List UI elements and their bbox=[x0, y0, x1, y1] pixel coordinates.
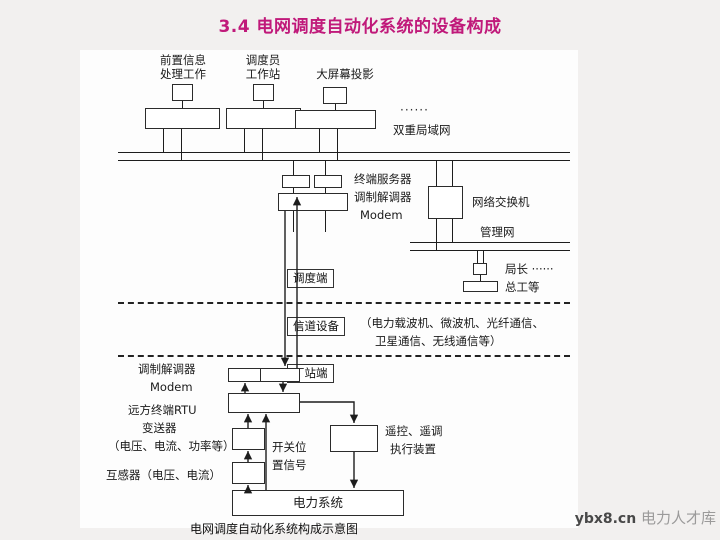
connector-arrows bbox=[240, 197, 359, 494]
watermark: ybx8.cn 电力人才库 bbox=[575, 507, 716, 528]
power-system-label: 电力系统 bbox=[292, 495, 343, 510]
channel-detail-line2: 卫星通信、无线通信等） bbox=[375, 334, 502, 348]
lan-bus-line-b bbox=[118, 160, 570, 161]
figure-caption: 电网调度自动化系统构成示意图 bbox=[190, 522, 359, 536]
divider-channel-station bbox=[118, 355, 570, 357]
transducer-label-line2: （电压、电流、功率等） bbox=[108, 439, 235, 453]
terminal-server-module-left[interactable] bbox=[282, 175, 310, 188]
more-workstations-dots: ······ bbox=[400, 103, 429, 117]
switch-uplink-a bbox=[436, 160, 437, 186]
workstation-2-label-line2: 工作站 bbox=[245, 67, 281, 81]
workstation-2-drop-b bbox=[262, 129, 263, 160]
workstation-1-stem bbox=[182, 101, 183, 108]
mgmt-terminal-drop-a bbox=[477, 250, 478, 263]
power-system-box[interactable] bbox=[232, 490, 404, 516]
ct-pt-box[interactable] bbox=[232, 462, 265, 484]
channel-detail-line1: （电力载波机、微波机、光纤通信、 bbox=[360, 316, 544, 330]
ct-pt-label: 互感器（电压、电流） bbox=[106, 468, 221, 482]
rtu-label: 远方终端RTU bbox=[128, 403, 197, 417]
network-switch-label: 网络交换机 bbox=[472, 195, 530, 209]
workstation-1-drop-a bbox=[163, 129, 164, 152]
terminal-server-label-line1: 终端服务器 bbox=[354, 172, 412, 186]
zone-tag-dispatch: 调度端 bbox=[287, 269, 334, 288]
diagram-page: 前置信息 处理工作 调度员 工作站 大屏幕投影 ······ 双重局域网 bbox=[80, 50, 578, 536]
watermark-url: ybx8.cn bbox=[574, 511, 637, 527]
workstation-3-drop-b bbox=[337, 129, 338, 160]
switch-downlink-a bbox=[436, 219, 437, 250]
workstation-3-drop-a bbox=[319, 129, 320, 152]
workstation-1-label-line2: 处理工作 bbox=[160, 67, 206, 81]
switch-downlink-b bbox=[452, 219, 453, 242]
mgmt-bus-line-a bbox=[410, 242, 570, 243]
workstation-1-drop-b bbox=[181, 129, 182, 160]
transducer-label-line1: 变送器 bbox=[142, 421, 177, 435]
mgmt-terminal-base[interactable] bbox=[463, 281, 498, 292]
workstation-1-monitor[interactable] bbox=[172, 84, 193, 101]
workstation-3-base[interactable] bbox=[295, 110, 376, 129]
workstation-1-base[interactable] bbox=[145, 108, 220, 129]
workstation-3-label-line1: 大屏幕投影 bbox=[316, 67, 374, 81]
switch-signal-label-line2: 置信号 bbox=[272, 458, 307, 472]
zone-tag-channel: 信道设备 bbox=[287, 317, 345, 336]
rtu-box[interactable] bbox=[228, 393, 300, 413]
terminal-server-module-right[interactable] bbox=[314, 175, 342, 188]
watermark-text: 电力人才库 bbox=[640, 509, 716, 527]
network-switch-box[interactable] bbox=[428, 186, 463, 219]
mgmt-terminal-label-line1: 局长 ······ bbox=[505, 262, 554, 276]
page-title: 3.4 电网调度自动化系统的设备构成 bbox=[218, 17, 502, 37]
station-modem-label-line2: Modem bbox=[150, 380, 193, 394]
divider-dispatch-channel bbox=[118, 302, 570, 304]
station-modem-label-line1: 调制解调器 bbox=[138, 362, 196, 376]
actuator-box[interactable] bbox=[330, 425, 378, 452]
mgmt-terminal-stem bbox=[480, 275, 481, 281]
switch-uplink-b bbox=[452, 160, 453, 186]
mgmt-terminal-label-line2: 总工等 bbox=[505, 280, 540, 294]
mgmt-bus-line-b bbox=[410, 250, 570, 251]
lan-label: 双重局域网 bbox=[393, 123, 451, 137]
switch-signal-label-line1: 开关位 bbox=[272, 440, 307, 454]
workstation-2-drop-a bbox=[244, 129, 245, 152]
workstation-3-monitor[interactable] bbox=[323, 87, 347, 104]
management-net-label: 管理网 bbox=[480, 225, 515, 239]
workstation-2-label-line1: 调度员 bbox=[245, 53, 281, 67]
terminal-server-label-line2: 调制解调器 bbox=[354, 190, 412, 204]
workstation-2-stem bbox=[263, 101, 264, 108]
transducer-box[interactable] bbox=[232, 428, 265, 450]
workstation-3-stem bbox=[335, 104, 336, 110]
actuator-label-line1: 遥控、遥调 bbox=[385, 424, 443, 438]
workstation-2-monitor[interactable] bbox=[253, 84, 274, 101]
mgmt-terminal-drop-b bbox=[483, 250, 484, 263]
station-modem-box-right[interactable] bbox=[260, 368, 300, 382]
terminal-server-label-line3: Modem bbox=[360, 208, 403, 222]
mgmt-terminal-monitor[interactable] bbox=[473, 263, 487, 275]
actuator-label-line2: 执行装置 bbox=[390, 442, 436, 456]
lan-bus-line-a bbox=[118, 152, 570, 153]
workstation-1-label-line1: 前置信息 bbox=[160, 53, 206, 67]
